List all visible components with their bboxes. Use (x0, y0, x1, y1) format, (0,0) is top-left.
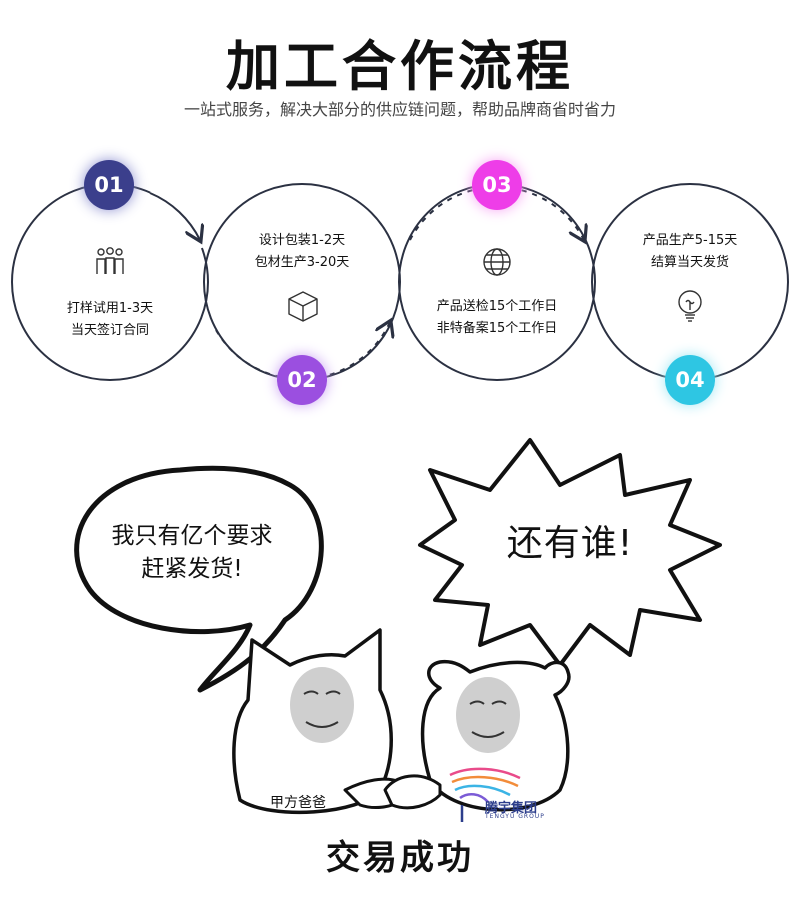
people-icon (96, 247, 124, 274)
handshake (343, 774, 442, 810)
right-bear-face (456, 677, 520, 753)
step-text-4: 产品生产5-15天 结算当天发货 (590, 230, 790, 274)
logo-subtext: TENGYU GROUP (485, 813, 545, 820)
left-bubble-line1: 我只有亿个要求 (111, 523, 273, 549)
lightbulb-icon (678, 290, 702, 322)
page-subtitle: 一站式服务，解决大部分的供应链问题，帮助品牌商省时省力 (183, 100, 616, 119)
right-shout-bubble (418, 438, 722, 667)
step-text-1: 打样试用1-3天 当天签订合同 (10, 298, 210, 342)
step-2-line2: 包材生产3-20天 (254, 255, 350, 270)
step-1-line2: 当天签订合同 (70, 323, 149, 338)
step-text-3: 产品送检15个工作日 非特备案15个工作日 (397, 296, 597, 340)
left-speech-bubble (74, 465, 324, 693)
left-bubble-line2: 赶紧发货! (141, 556, 243, 582)
left-cat-face (290, 667, 354, 743)
step-badge-2: 02 (277, 355, 327, 405)
tengyu-logo-mark (449, 767, 521, 822)
step-4-line1: 产品生产5-15天 (642, 233, 738, 248)
step-3-line2: 非特备案15个工作日 (436, 321, 558, 336)
step-text-2: 设计包装1-2天 包材生产3-20天 (202, 230, 402, 274)
step-3-line1: 产品送检15个工作日 (436, 299, 558, 314)
right-bubble-text: 还有谁! (506, 523, 634, 564)
left-bubble-text: 我只有亿个要求 赶紧发货! (92, 520, 292, 586)
step-1-line1: 打样试用1-3天 (66, 301, 154, 316)
step-badge-1: 01 (84, 160, 134, 210)
logo-text: 腾宇集团 (485, 801, 538, 816)
page-title: 加工合作流程 (226, 35, 574, 98)
step-badge-4: 04 (665, 355, 715, 405)
step-badge-3: 03 (472, 160, 522, 210)
step-4-line2: 结算当天发货 (650, 255, 729, 270)
client-label: 甲方爸爸 (270, 795, 326, 811)
arrow-1-2 (149, 192, 200, 240)
step-2-line1: 设计包装1-2天 (258, 233, 346, 248)
deal-caption: 交易成功 (326, 838, 474, 878)
box-icon (288, 291, 318, 322)
globe-icon (483, 248, 511, 276)
